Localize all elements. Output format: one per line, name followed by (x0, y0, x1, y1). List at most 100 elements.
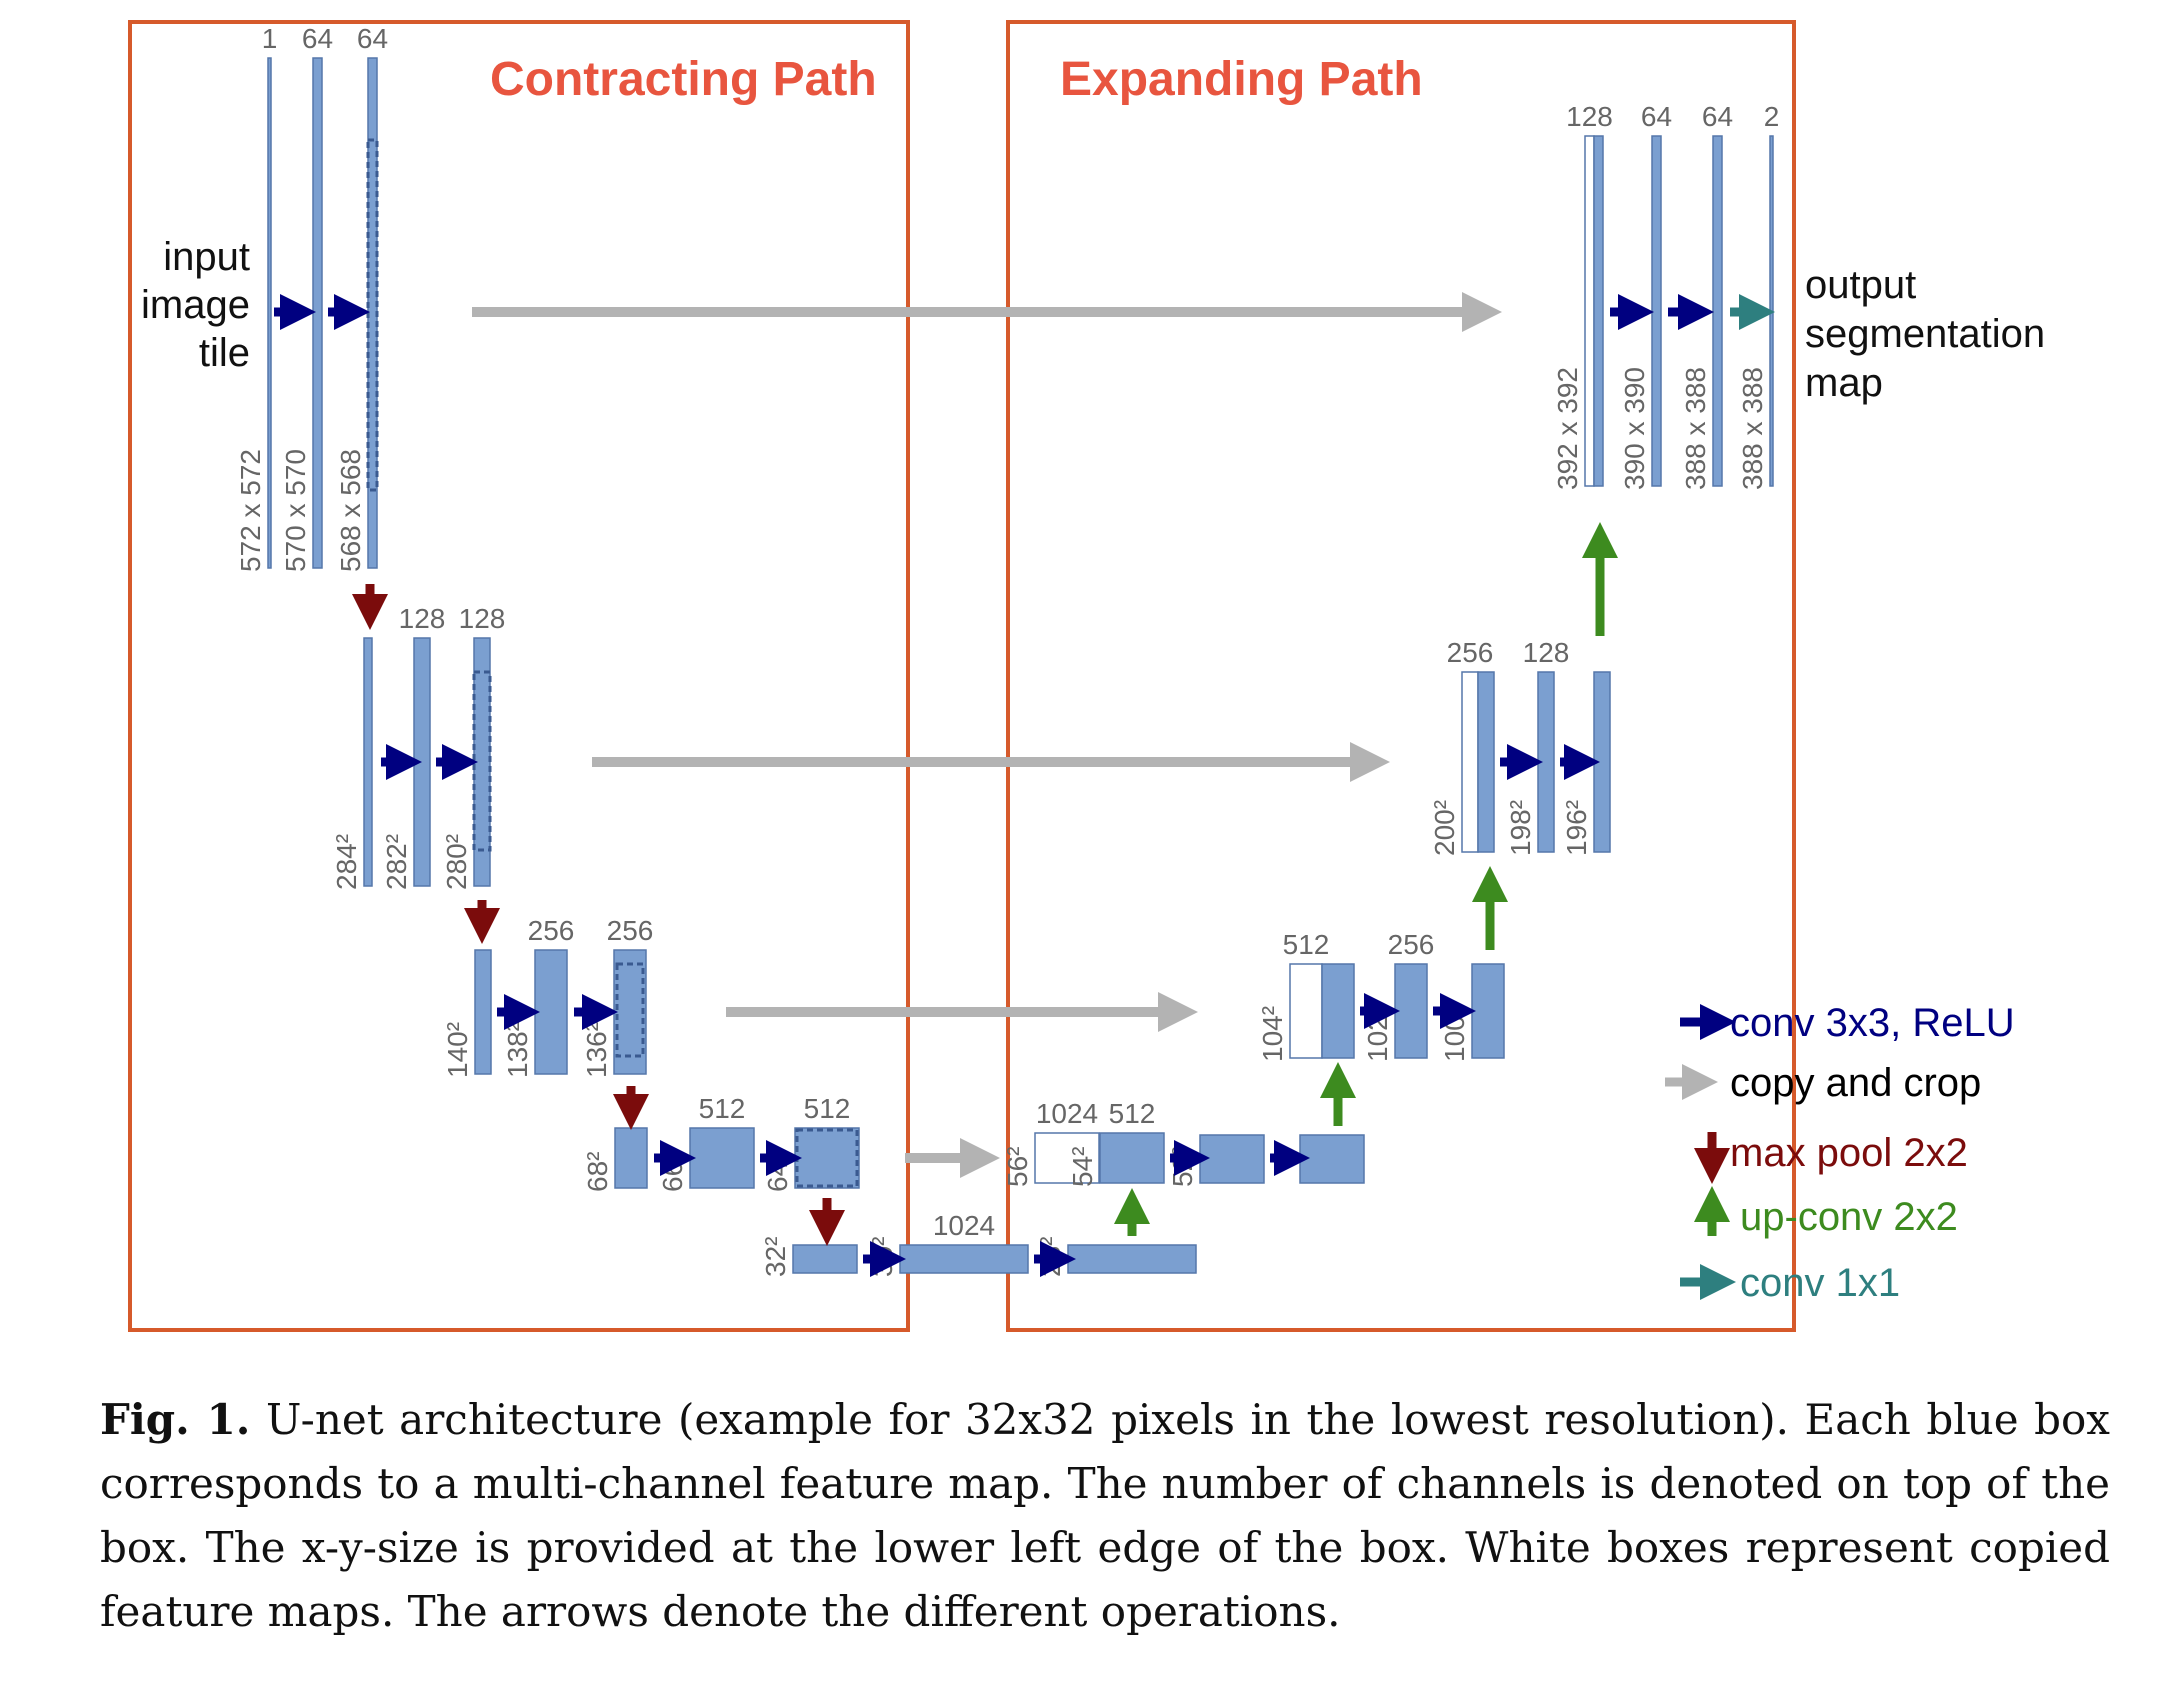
contracting-path-frame (128, 20, 910, 1332)
spatial-size-label: 56² (1002, 1147, 1033, 1187)
output-label-line1: output (1805, 263, 1916, 307)
spatial-size-label: 200² (1429, 800, 1460, 856)
spatial-size-label: 280² (441, 834, 472, 890)
feature-map-box (1321, 963, 1355, 1059)
caption-label: Fig. 1. (100, 1395, 251, 1444)
spatial-size-label: 54² (1067, 1147, 1098, 1187)
channel-count-label: 256 (1447, 637, 1494, 668)
spatial-size-label: 32² (760, 1237, 791, 1277)
channel-count-label: 512 (1109, 1098, 1156, 1129)
feature-map-box (1769, 135, 1774, 487)
crop-region-outline (472, 670, 492, 852)
level2-contract: 284² 128 282² 128 280² (331, 603, 505, 890)
input-label-line2: image (141, 283, 250, 327)
spatial-size-label: 138² (502, 1022, 533, 1078)
spatial-size-label: 572 x 572 (235, 449, 266, 572)
level3-contract: 140² 256 138² 256 136² (442, 915, 653, 1078)
feature-map-box (689, 1127, 755, 1189)
channel-count-label: 128 (399, 603, 446, 634)
legend-conv1x1-label: conv 1x1 (1740, 1261, 1900, 1305)
spatial-size-label: 570 x 570 (280, 449, 311, 572)
spatial-size-label: 52² (1167, 1147, 1198, 1187)
spatial-size-label: 104² (1257, 1006, 1288, 1062)
copied-feature-map-box (1584, 135, 1595, 487)
feature-map-box (267, 57, 272, 569)
feature-map-box (1394, 963, 1428, 1059)
channel-count-label: 256 (528, 915, 575, 946)
channel-count-label: 256 (607, 915, 654, 946)
channel-count-label: 64 (302, 23, 333, 54)
unet-diagram: Contracting Path Expanding Path input im… (128, 20, 2045, 1332)
input-label-line1: input (163, 235, 250, 279)
legend-copy-label: copy and crop (1730, 1061, 1981, 1105)
spatial-size-label: 568 x 568 (335, 449, 366, 572)
channel-count-label: 512 (1283, 929, 1330, 960)
feature-map-box (794, 1127, 860, 1189)
feature-map-box (1199, 1134, 1265, 1184)
channel-count-label: 128 (1523, 637, 1570, 668)
spatial-size-label: 284² (331, 834, 362, 890)
feature-map-box (363, 637, 373, 887)
feature-map-box (534, 949, 568, 1075)
output-label-line3: map (1805, 361, 1883, 405)
level1-contract: 1 572 x 572 64 570 x 570 64 568 x 568 (235, 23, 388, 572)
channel-count-label: 512 (699, 1093, 746, 1124)
spatial-size-label: 390 x 390 (1619, 367, 1650, 490)
caption-text: U-net architecture (example for 32x32 pi… (100, 1395, 2110, 1636)
channel-count-label: 64 (357, 23, 388, 54)
feature-map-box (899, 1244, 1029, 1274)
level2-expand: 256 200² 128 198² 196² (1429, 637, 1611, 856)
channel-count-label: 1 (262, 23, 278, 54)
channel-count-label: 128 (459, 603, 506, 634)
channel-count-label: 1024 (1036, 1098, 1098, 1129)
copied-feature-map-box (1461, 671, 1479, 853)
spatial-size-label: 282² (381, 834, 412, 890)
feature-map-box (1299, 1134, 1365, 1184)
channel-count-label: 512 (804, 1093, 851, 1124)
copied-feature-map-box (1034, 1132, 1100, 1184)
feature-map-box (474, 949, 492, 1075)
feature-map-box (1067, 1244, 1197, 1274)
spatial-size-label: 198² (1505, 800, 1536, 856)
feature-map-box (1477, 671, 1495, 853)
spatial-size-label: 136² (581, 1022, 612, 1078)
channel-count-label: 2 (1764, 101, 1780, 132)
expanding-path-frame (1006, 20, 1796, 1332)
legend-conv-label: conv 3x3, ReLU (1730, 1001, 2015, 1045)
feature-map-box (792, 1244, 858, 1274)
spatial-size-label: 68² (582, 1152, 613, 1192)
feature-map-box (1099, 1132, 1165, 1184)
feature-map-box (1712, 135, 1723, 487)
input-label-line3: tile (199, 331, 250, 375)
spatial-size-label: 392 x 392 (1552, 367, 1583, 490)
legend: conv 3x3, ReLU copy and crop max pool 2x… (1665, 1001, 2015, 1305)
spatial-size-label: 388 x 388 (1737, 367, 1768, 490)
legend-pool-label: max pool 2x2 (1730, 1131, 1968, 1175)
output-label-line2: segmentation (1805, 312, 2045, 356)
spatial-size-label: 196² (1561, 800, 1592, 856)
contracting-path-title: Contracting Path (490, 53, 877, 106)
feature-map-box (1537, 671, 1555, 853)
spatial-size-label: 140² (442, 1022, 473, 1078)
channel-count-label: 128 (1566, 101, 1613, 132)
feature-map-box (1593, 135, 1604, 487)
expanding-path-title: Expanding Path (1060, 53, 1423, 106)
feature-map-box (312, 57, 323, 569)
spatial-size-label: 388 x 388 (1680, 367, 1711, 490)
feature-map-box (1593, 671, 1611, 853)
channel-count-label: 64 (1702, 101, 1733, 132)
channel-count-label: 256 (1388, 929, 1435, 960)
feature-map-box (1471, 963, 1505, 1059)
copied-feature-map-box (1289, 963, 1323, 1059)
feature-map-box (1651, 135, 1662, 487)
channel-count-label: 64 (1641, 101, 1672, 132)
channel-count-label: 1024 (933, 1210, 995, 1241)
feature-map-box (614, 1127, 648, 1189)
feature-map-box (413, 637, 431, 887)
legend-up-label: up-conv 2x2 (1740, 1195, 1958, 1239)
operation-arrows (274, 292, 1775, 1277)
figure-caption: Fig. 1. U-net architecture (example for … (100, 1388, 2110, 1644)
